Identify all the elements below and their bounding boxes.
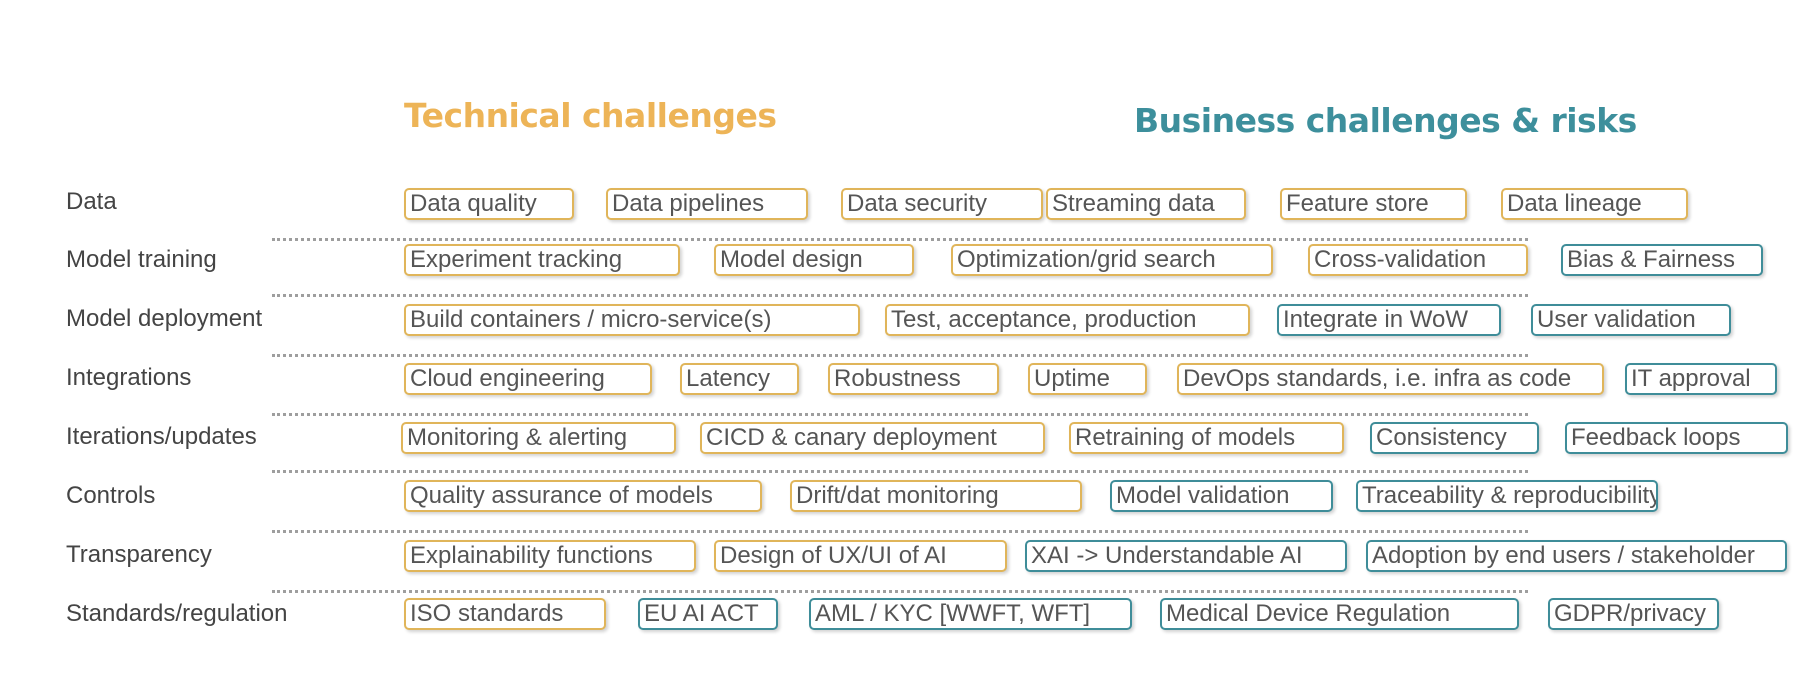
technical-challenge-tag: Cloud engineering	[404, 363, 652, 395]
business-challenge-tag: Integrate in WoW	[1277, 304, 1501, 336]
row-label: Integrations	[66, 364, 192, 391]
technical-challenge-tag: Monitoring & alerting	[401, 422, 676, 454]
row-divider	[272, 294, 1528, 297]
business-challenge-tag: Consistency	[1370, 422, 1539, 454]
challenge-row: Model training Experiment tracking Model d…	[0, 244, 1800, 288]
challenge-row: Transparency Explainability functions Desi…	[0, 540, 1800, 584]
row-label: Model training	[66, 246, 217, 273]
business-challenges-heading: Business challenges & risks	[1134, 101, 1637, 140]
technical-challenge-tag: Data pipelines	[606, 188, 808, 220]
challenge-row: Data Data quality Data pipelines Data secur…	[0, 188, 1800, 232]
technical-challenge-tag: Uptime	[1028, 363, 1147, 395]
technical-challenge-tag: CICD & canary deployment	[700, 422, 1045, 454]
technical-challenge-tag: Optimization/grid search	[951, 244, 1273, 276]
row-label: Standards/regulation	[66, 600, 288, 627]
row-divider	[272, 413, 1528, 416]
business-challenge-tag: IT approval	[1625, 363, 1777, 395]
technical-challenge-tag: Data quality	[404, 188, 574, 220]
row-label: Controls	[66, 482, 156, 509]
row-divider	[272, 354, 1528, 357]
challenge-row: Standards/regulation ISO standards EU AI A…	[0, 598, 1800, 642]
technical-challenge-tag: Data security	[841, 188, 1043, 220]
technical-challenge-tag: Retraining of models	[1069, 422, 1344, 454]
business-challenge-tag: EU AI ACT	[638, 598, 778, 630]
technical-challenge-tag: Test, acceptance, production	[885, 304, 1250, 336]
technical-challenge-tag: Build containers / micro-service(s)	[404, 304, 860, 336]
technical-challenge-tag: Experiment tracking	[404, 244, 680, 276]
row-label: Iterations/updates	[66, 423, 257, 450]
technical-challenge-tag: Explainability functions	[404, 540, 696, 572]
challenge-row: Integrations Cloud engineering Latency Robu…	[0, 363, 1800, 407]
row-divider	[272, 530, 1528, 533]
row-divider	[272, 238, 1528, 241]
business-challenge-tag: Adoption by end users / stakeholder	[1366, 540, 1787, 572]
technical-challenge-tag: DevOps standards, i.e. infra as code	[1177, 363, 1604, 395]
business-challenge-tag: GDPR/privacy	[1548, 598, 1719, 630]
row-divider	[272, 590, 1528, 593]
technical-challenge-tag: Quality assurance of models	[404, 480, 762, 512]
business-challenge-tag: XAI -> Understandable AI	[1025, 540, 1347, 572]
technical-challenge-tag: ISO standards	[404, 598, 606, 630]
challenge-row: Model deployment Build containers / micro…	[0, 304, 1800, 348]
business-challenge-tag: AML / KYC [WWFT, WFT]	[809, 598, 1132, 630]
technical-challenge-tag: Drift/dat monitoring	[790, 480, 1082, 512]
technical-challenge-tag: Robustness	[828, 363, 999, 395]
technical-challenges-heading: Technical challenges	[404, 96, 777, 135]
row-label: Transparency	[66, 541, 212, 568]
technical-challenge-tag: Streaming data	[1046, 188, 1246, 220]
business-challenge-tag: Bias & Fairness	[1561, 244, 1763, 276]
challenge-row: Controls Quality assurance of models Drift…	[0, 480, 1800, 524]
challenge-row: Iterations/updates Monitoring & alerting C…	[0, 422, 1800, 466]
technical-challenge-tag: Model design	[714, 244, 914, 276]
business-challenge-tag: Medical Device Regulation	[1160, 598, 1519, 630]
business-challenge-tag: Model validation	[1110, 480, 1333, 512]
row-divider	[272, 470, 1528, 473]
business-challenge-tag: Feedback loops	[1565, 422, 1788, 454]
technical-challenge-tag: Data lineage	[1501, 188, 1688, 220]
technical-challenge-tag: Design of UX/UI of AI	[714, 540, 1007, 572]
technical-challenge-tag: Cross-validation	[1308, 244, 1528, 276]
row-label: Data	[66, 188, 117, 215]
row-label: Model deployment	[66, 305, 263, 332]
business-challenge-tag: User validation	[1531, 304, 1731, 336]
technical-challenge-tag: Feature store	[1280, 188, 1467, 220]
business-challenge-tag: Traceability & reproducibility	[1356, 480, 1658, 512]
technical-challenge-tag: Latency	[680, 363, 799, 395]
